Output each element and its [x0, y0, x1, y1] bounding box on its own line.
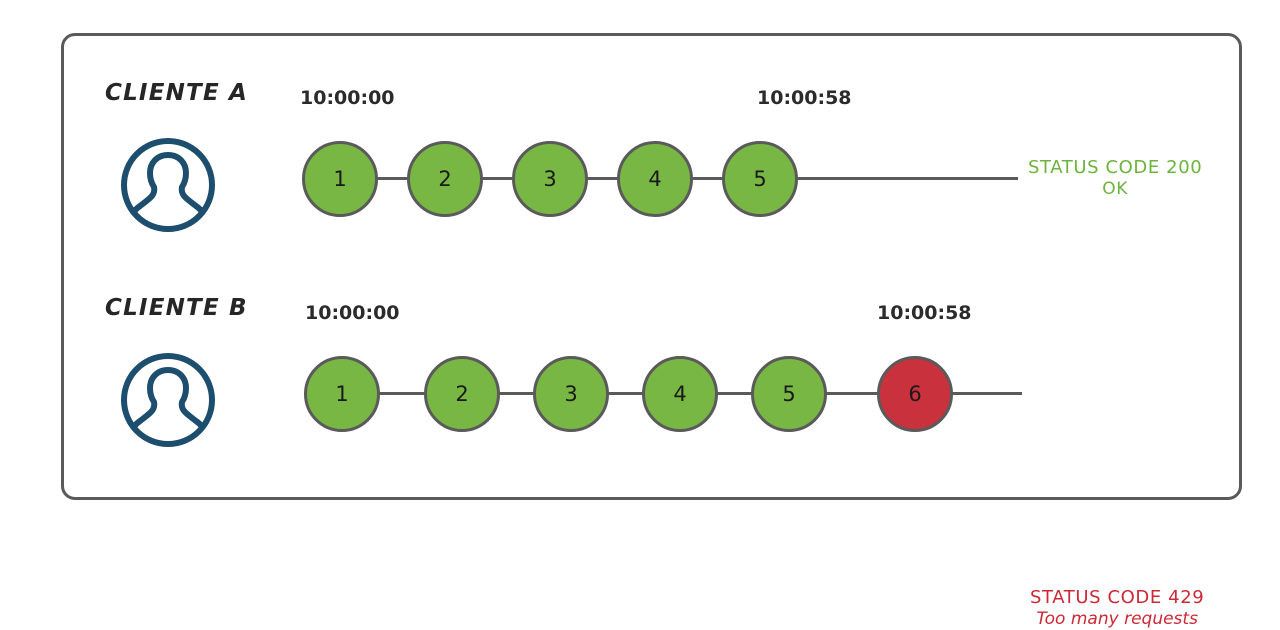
timestamp-b-start: 10:00:00: [305, 302, 400, 324]
request-node-b-4[interactable]: 4: [642, 356, 718, 432]
request-node-b-1[interactable]: 1: [304, 356, 380, 432]
request-node-b-3[interactable]: 3: [533, 356, 609, 432]
user-avatar-icon: [118, 350, 218, 450]
diagram-frame: [61, 33, 1242, 500]
status-message-b: Too many requests: [1036, 608, 1198, 629]
request-node-b-2[interactable]: 2: [424, 356, 500, 432]
request-node-a-5[interactable]: 5: [722, 141, 798, 217]
user-avatar-icon: [118, 135, 218, 235]
client-label-b: CLIENTE B: [105, 295, 248, 321]
request-node-a-1[interactable]: 1: [302, 141, 378, 217]
request-node-a-4[interactable]: 4: [617, 141, 693, 217]
request-node-a-3[interactable]: 3: [512, 141, 588, 217]
timestamp-b-end: 10:00:58: [877, 302, 972, 324]
client-label-a: CLIENTE A: [105, 80, 249, 106]
status-badge-a: STATUS CODE 200 OK: [1028, 157, 1202, 200]
timestamp-a-end: 10:00:58: [757, 87, 852, 109]
timestamp-a-start: 10:00:00: [300, 87, 395, 109]
request-node-a-2[interactable]: 2: [407, 141, 483, 217]
request-node-b-5[interactable]: 5: [751, 356, 827, 432]
status-code-a: STATUS CODE 200: [1028, 157, 1203, 178]
status-code-b: STATUS CODE 429: [1030, 587, 1205, 608]
timeline-b: 10:00:00 10:00:58 1 2 3 4 5 6 STATUS COD…: [0, 215, 1280, 629]
request-node-b-6[interactable]: 6: [877, 356, 953, 432]
status-message-a: OK: [1102, 178, 1129, 199]
timeline-a: 10:00:00 10:00:58 1 2 3 4 5 STATUS CODE …: [0, 0, 1280, 217]
status-badge-b: STATUS CODE 429 Too many requests: [1030, 587, 1204, 630]
